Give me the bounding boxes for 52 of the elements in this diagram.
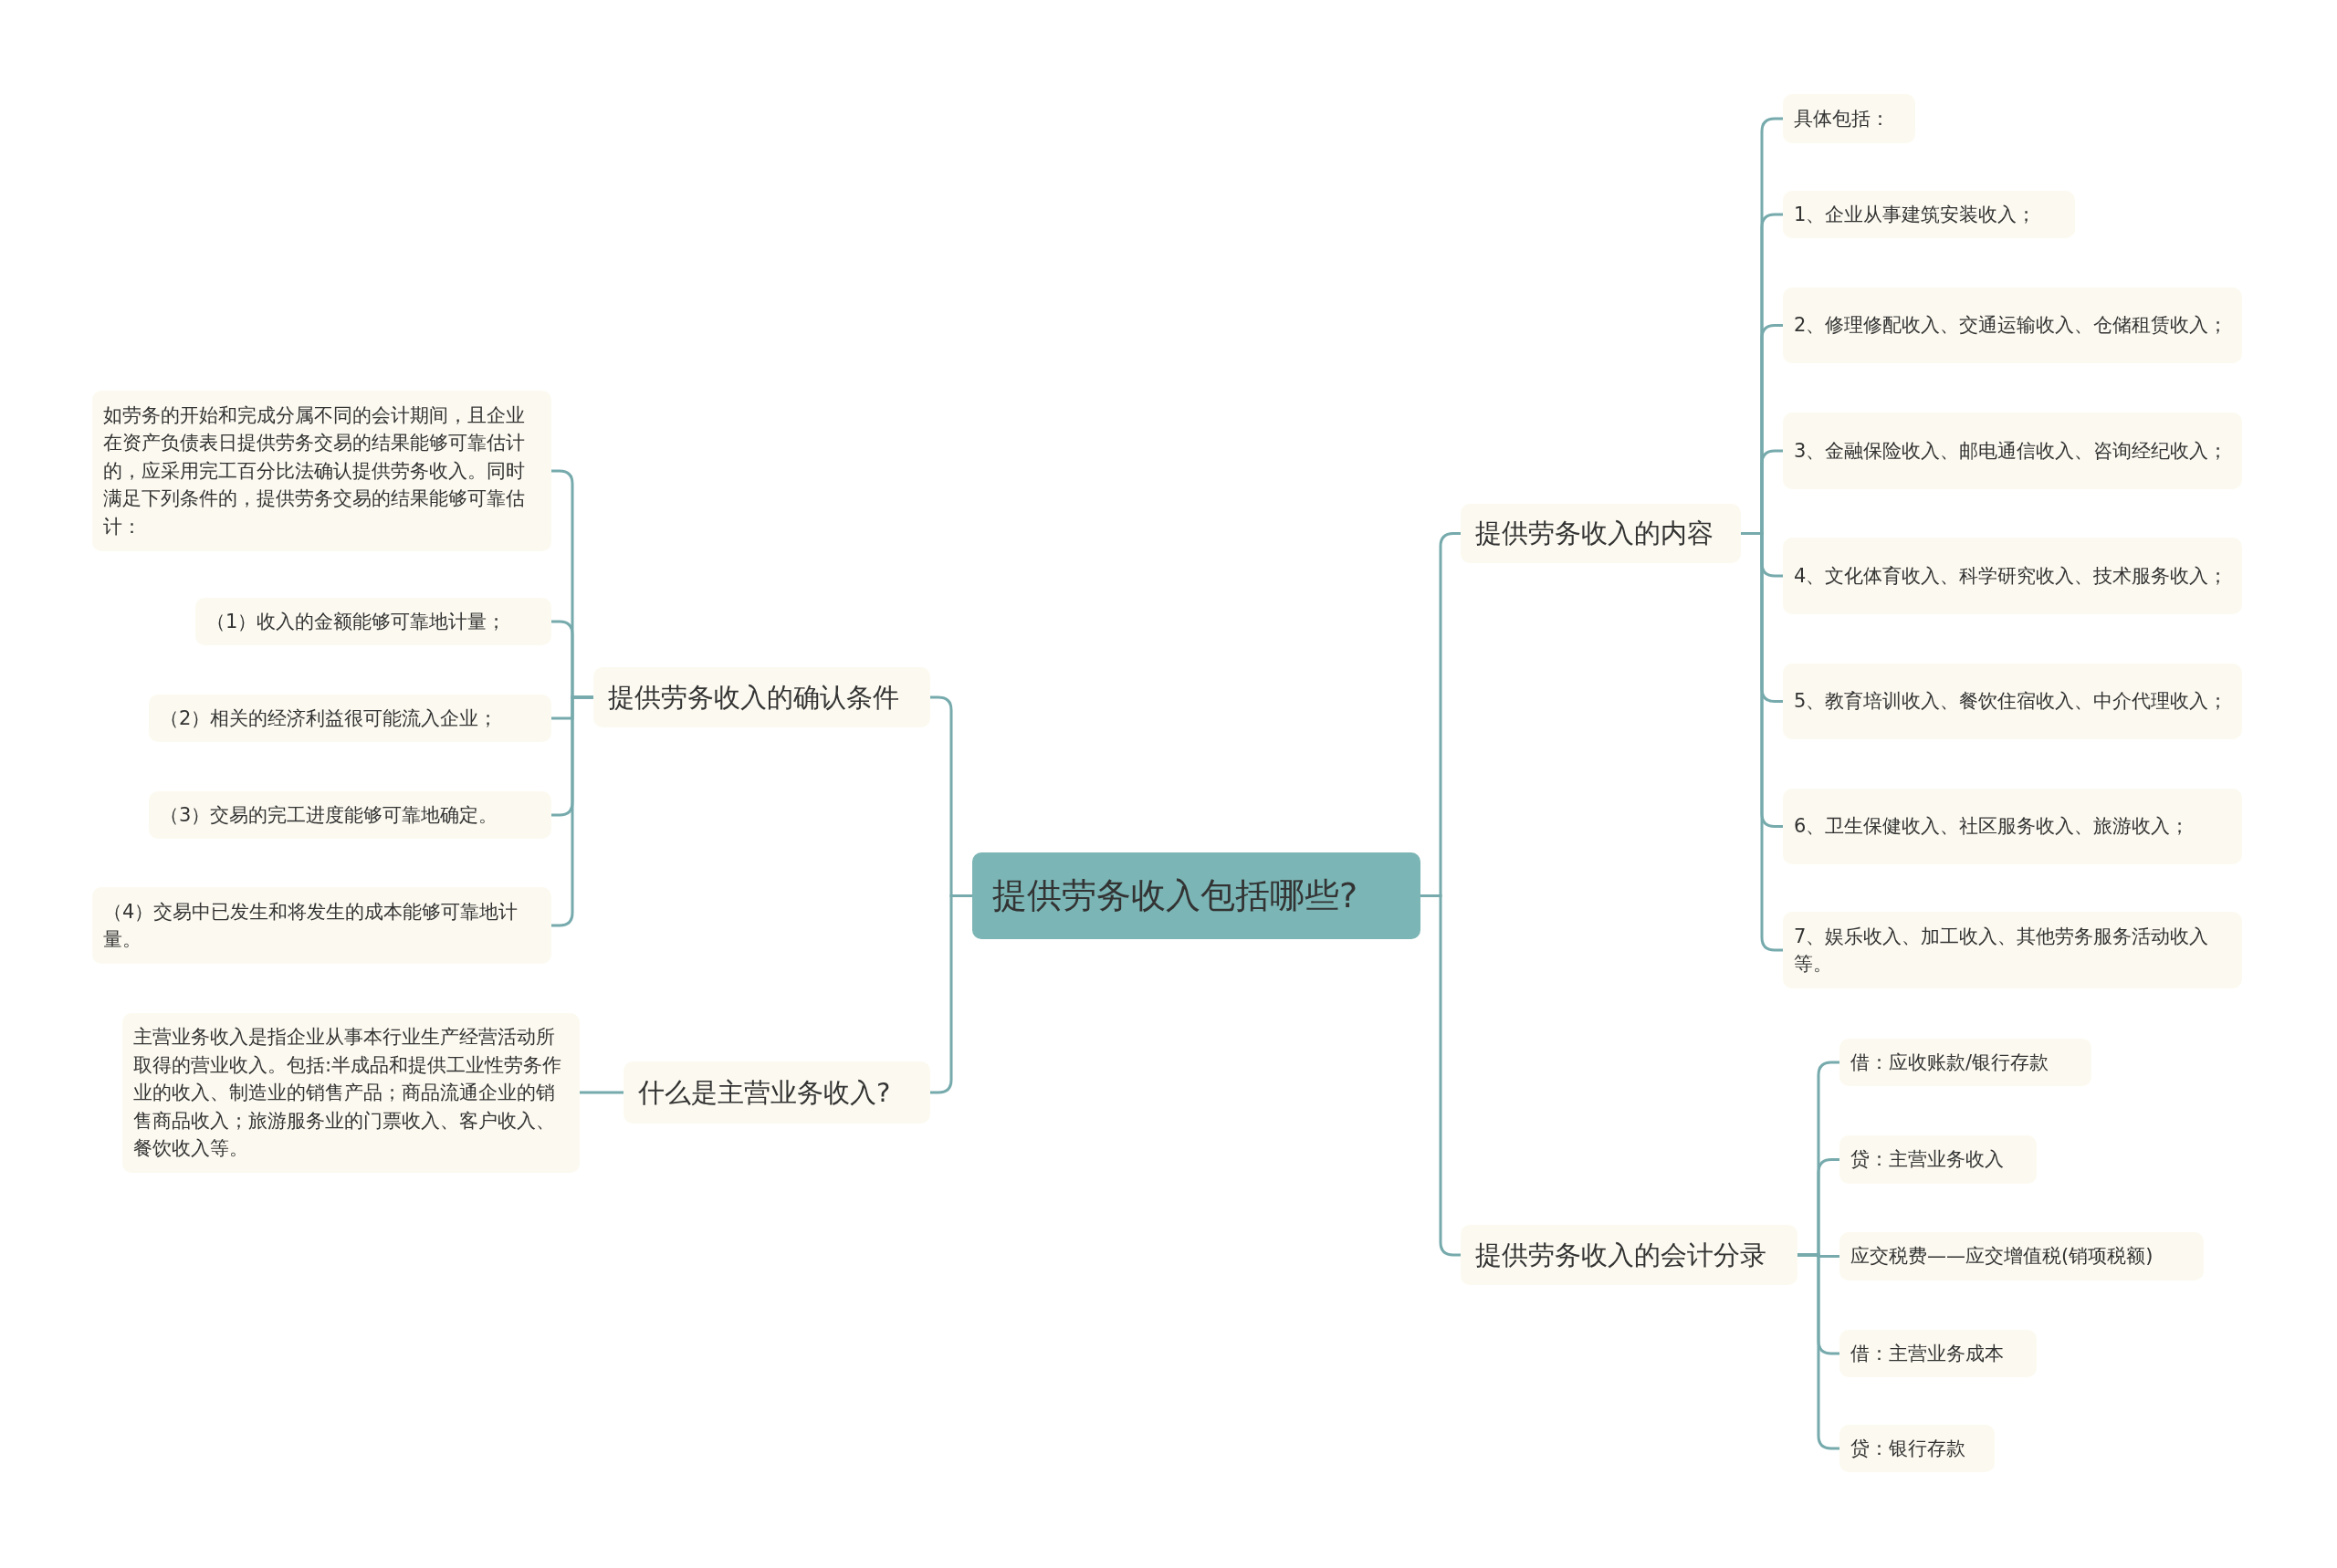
subtopic-box — [1783, 789, 2242, 864]
node-text: 5、教育培训收入、餐饮住宿收入、中介代理收入； — [1794, 689, 2228, 715]
node-text: （4）交易中已发生和将发生的成本能够可靠地计量。 — [103, 899, 519, 952]
node-text: 如劳务的开始和完成分属不同的会计期间，且企业在资产负债表日提供劳务交易的结果能够可靠估计的，应采用完工百分比法确认提供劳务收入。同时满足下列条件的，提供劳务交易的结果能够可靠估计： — [103, 402, 526, 539]
topic-box — [1461, 504, 1741, 563]
connector-line — [1741, 532, 1783, 952]
subtopic-box — [149, 695, 551, 742]
node-text: 提供劳务收入的内容 — [1475, 517, 1713, 551]
node-text: 贷：银行存款 — [1850, 1436, 1965, 1461]
node-text: （1）收入的金额能够可靠地计量； — [206, 609, 507, 634]
root-topic-box — [972, 852, 1420, 939]
subtopic-box — [1839, 1135, 2037, 1184]
subtopic-box — [1839, 1039, 2091, 1086]
subtopic-box — [1783, 413, 2242, 489]
topic-box — [624, 1061, 930, 1124]
subtopic-box — [1783, 94, 1915, 143]
node-text: 4、文化体育收入、科学研究收入、技术服务收入； — [1794, 563, 2228, 589]
topic-box — [593, 667, 930, 727]
topic-box — [1461, 1225, 1797, 1285]
node-text: 借：主营业务成本 — [1850, 1341, 2004, 1366]
node-text: （2）相关的经济利益很可能流入企业； — [160, 706, 498, 731]
connector-line — [1420, 894, 1461, 1257]
node-text: 借：应收账款/银行存款 — [1850, 1050, 2049, 1075]
subtopic-box — [122, 1013, 580, 1173]
node-text: 应交税费——应交增值税(销项税额) — [1850, 1244, 2154, 1270]
connector-line — [551, 695, 593, 927]
subtopic-box — [195, 598, 551, 645]
subtopic-box — [149, 791, 551, 839]
node-text: 具体包括： — [1794, 106, 1890, 131]
node-text: 提供劳务收入的会计分录 — [1475, 1238, 1766, 1272]
node-text: 1、企业从事建筑安装收入； — [1794, 202, 2037, 227]
node-text: 提供劳务收入包括哪些? — [992, 873, 1358, 917]
subtopic-box — [1839, 1425, 1995, 1472]
node-text: 7、娱乐收入、加工收入、其他劳务服务活动收入等。 — [1794, 924, 2210, 977]
subtopic-box — [1783, 538, 2242, 614]
subtopic-box — [92, 887, 551, 964]
subtopic-box — [1783, 912, 2242, 988]
node-text: 什么是主营业务收入? — [638, 1075, 891, 1110]
subtopic-box — [1783, 191, 2075, 238]
node-text: 6、卫生保健收入、社区服务收入、旅游收入； — [1794, 814, 2190, 840]
node-text: 主营业务收入是指企业从事本行业生产经营活动所取得的营业收入。包括:半成品和提供工业性劳务作业的收入、制造业的销售产品；商品流通企业的销售商品收入；旅游服务业的门票收入、客户收入、餐饮收入等。 — [133, 1025, 563, 1162]
node-text: 2、修理修配收入、交通运输收入、仓储租赁收入； — [1794, 313, 2228, 339]
node-text: 提供劳务收入的确认条件 — [608, 680, 899, 715]
node-text: 3、金融保险收入、邮电通信收入、咨询经纪收入； — [1794, 438, 2228, 464]
node-text: （3）交易的完工进度能够可靠地确定。 — [160, 802, 498, 828]
subtopic-box — [1783, 287, 2242, 363]
subtopic-box — [1839, 1330, 2037, 1377]
subtopic-box — [1839, 1232, 2204, 1281]
subtopic-box — [1783, 664, 2242, 739]
node-text: 贷：主营业务收入 — [1850, 1147, 2004, 1173]
subtopic-box — [92, 391, 551, 551]
connector-line — [580, 1091, 624, 1094]
